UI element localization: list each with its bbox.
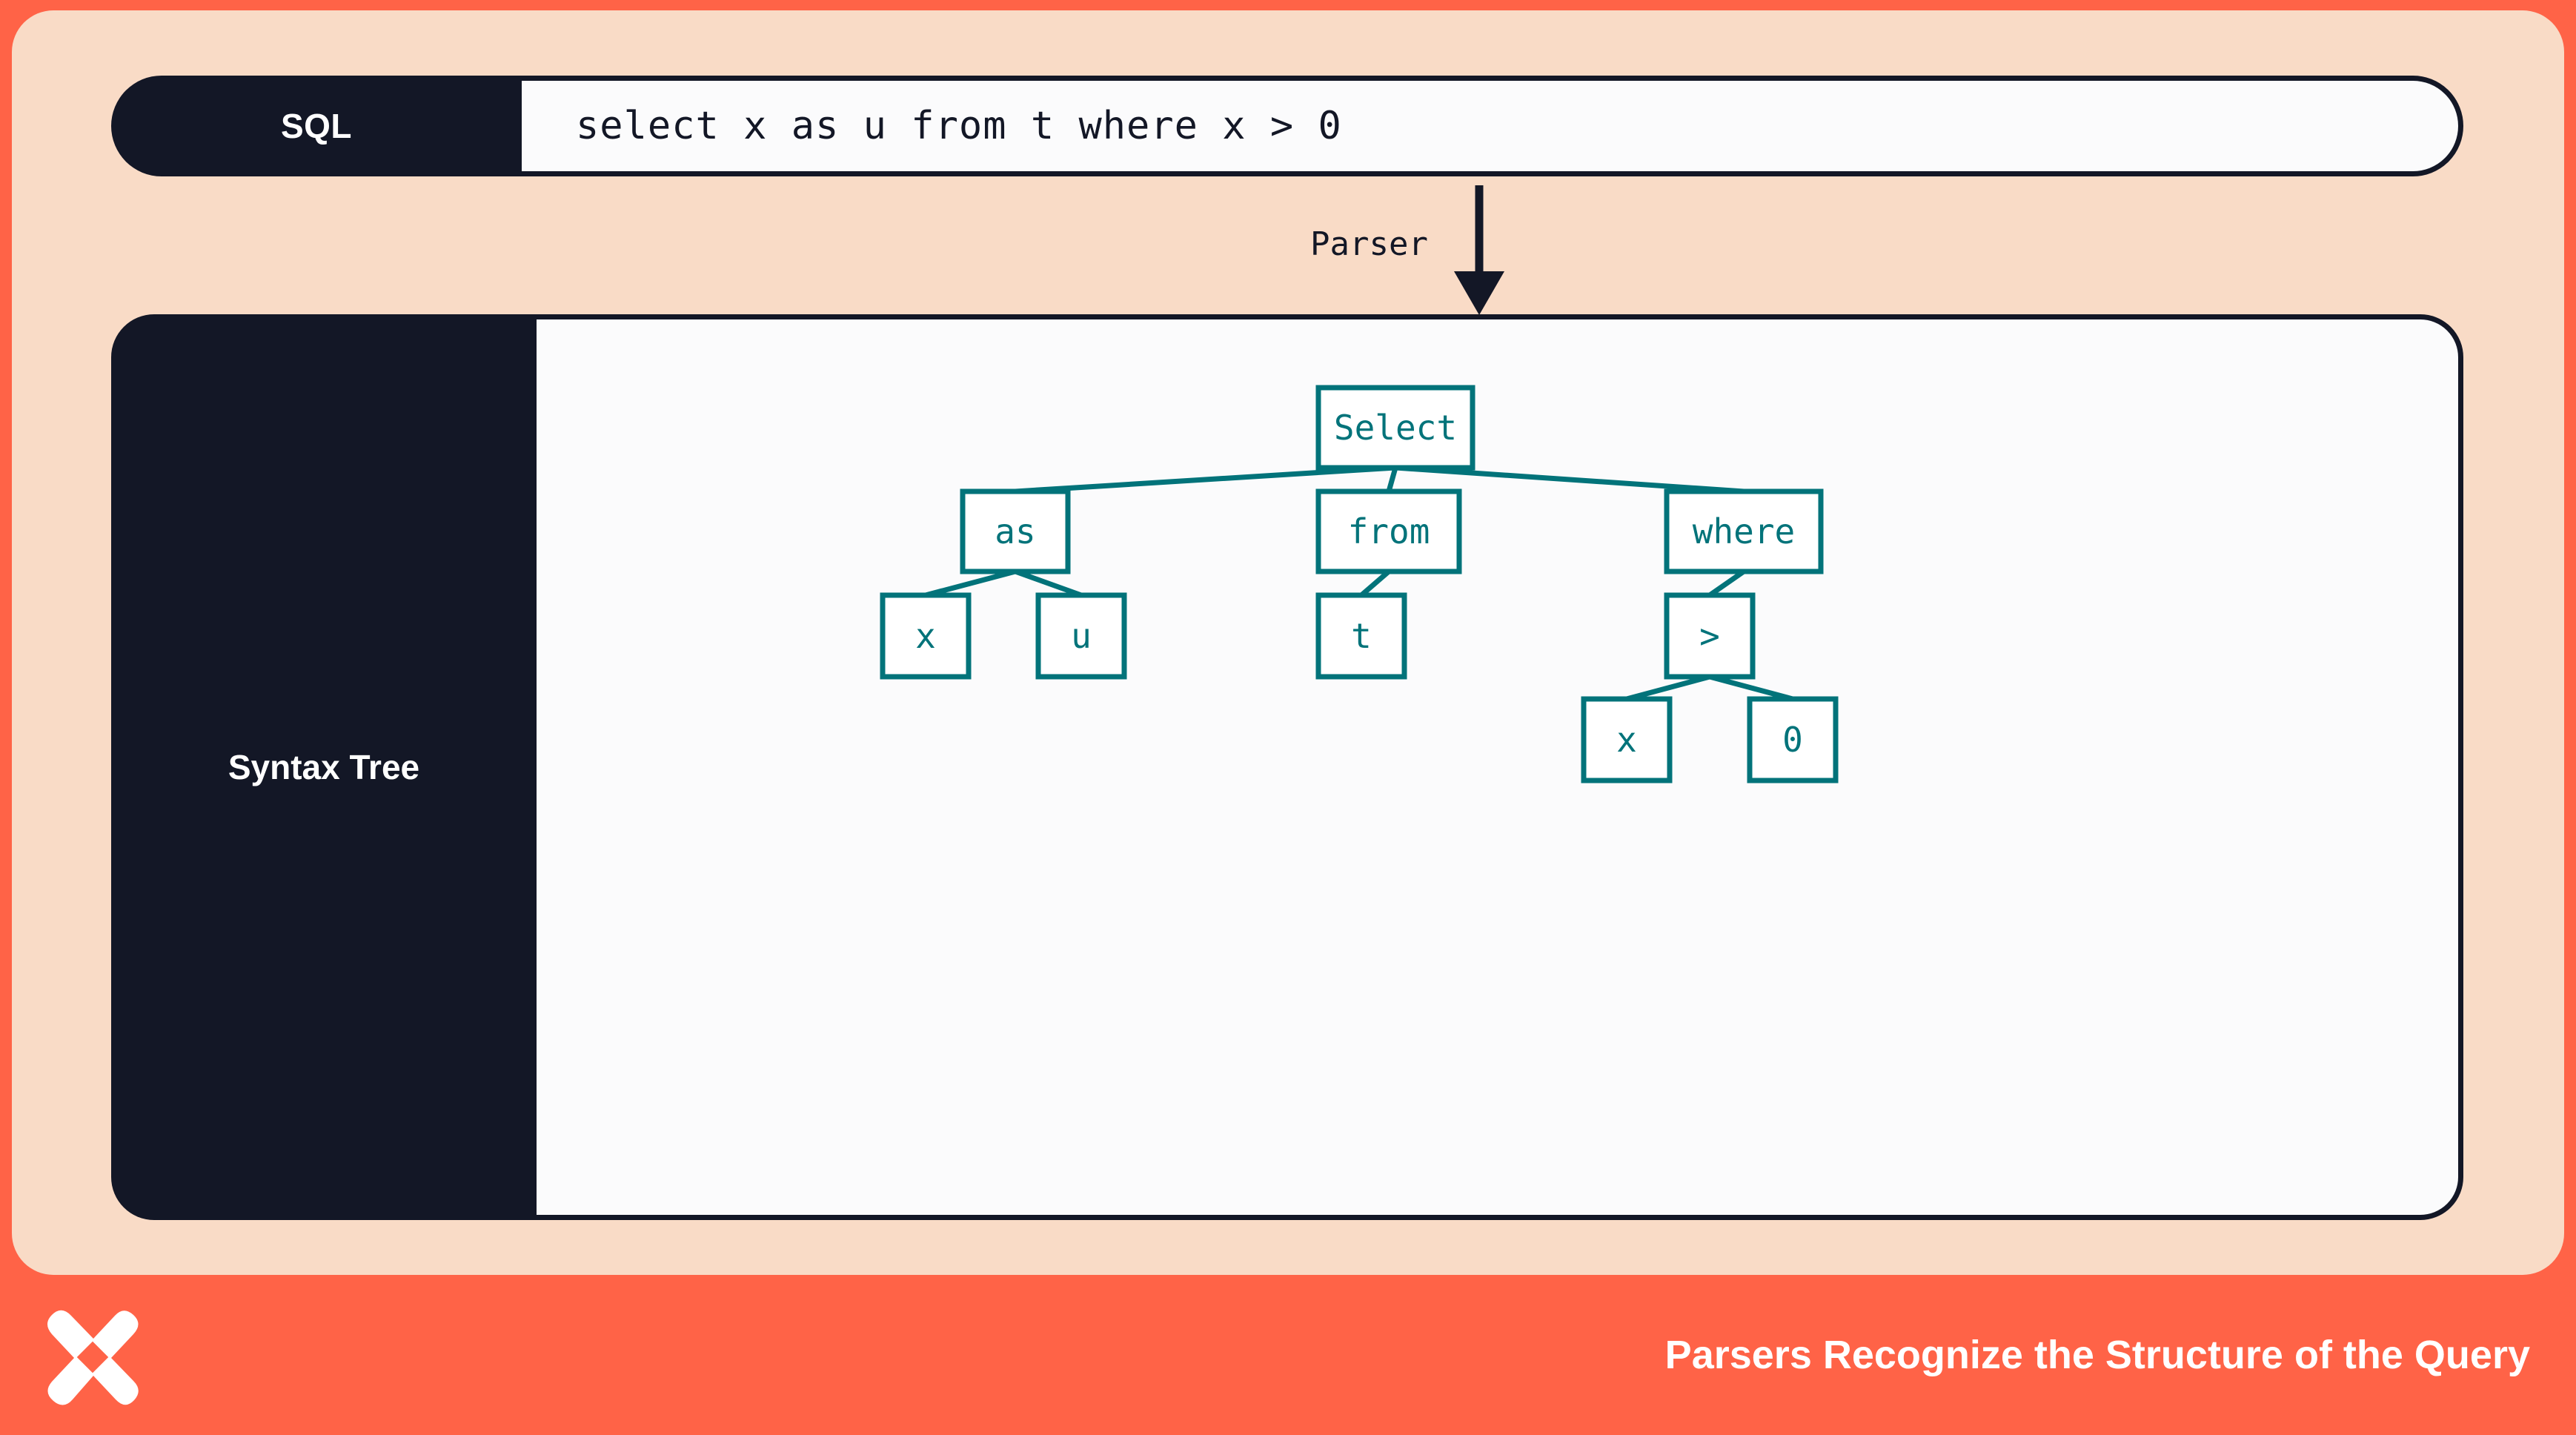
tree-edge: [1709, 674, 1793, 702]
tree-node-label: x: [1616, 720, 1637, 760]
tree-node-box: [1664, 488, 1824, 574]
tree-node-box: [1747, 696, 1839, 783]
sql-label-chip: SQL: [111, 76, 522, 176]
tree-node[interactable]: t: [1315, 592, 1407, 680]
tree-node-label: where: [1693, 511, 1795, 551]
footer-tagline: Parsers Recognize the Structure of the Q…: [1664, 1333, 2530, 1377]
brand-x-logo-icon: [47, 1310, 139, 1405]
syntax-tree-graph: Select as from where x u t > x 0: [880, 385, 1839, 783]
syntax-tree-label-chip: Syntax Tree: [111, 314, 537, 1220]
syntax-tree-panel: Syntax Tree Select as from where x u t > x 0: [111, 314, 2463, 1220]
tree-node[interactable]: u: [1035, 592, 1127, 680]
tree-node-box: [1581, 696, 1673, 783]
tree-node-label: x: [915, 616, 936, 656]
sql-query-field[interactable]: select x as u from t where x > 0: [474, 76, 2463, 176]
parser-label: Parser: [1310, 225, 1428, 263]
tree-node[interactable]: x: [1581, 696, 1673, 783]
tree-node-box: [1315, 385, 1475, 471]
tree-node-box: [960, 488, 1071, 574]
tree-node-box: [1664, 592, 1756, 680]
tree-edge: [1708, 569, 1745, 597]
tree-edge: [1014, 569, 1083, 598]
tree-node[interactable]: 0: [1747, 696, 1839, 783]
tree-node-label: Select: [1334, 408, 1457, 448]
sql-query-text: select x as u from t where x > 0: [576, 104, 1342, 148]
sql-row: SQL select x as u from t where x > 0: [111, 76, 2463, 176]
tree-node-box: [1315, 592, 1407, 680]
tree-node-label: u: [1071, 616, 1092, 656]
syntax-tree-canvas: Select as from where x u t > x 0: [482, 314, 2463, 1220]
sql-label-text: SQL: [280, 107, 353, 145]
stage-panel: SQL select x as u from t where x > 0 Par…: [12, 10, 2564, 1275]
tree-edge: [1015, 465, 1396, 494]
tree-node-label: >: [1699, 616, 1720, 656]
tree-node-box: [880, 592, 972, 680]
tree-edge: [1626, 674, 1710, 702]
tree-node-label: as: [995, 511, 1035, 551]
syntax-tree-label-text: Syntax Tree: [228, 748, 420, 786]
tree-node-box: [1315, 488, 1462, 574]
tree-node[interactable]: from: [1315, 488, 1462, 574]
tree-node[interactable]: Select: [1315, 385, 1475, 471]
tree-node-label: from: [1348, 511, 1430, 551]
tree-edge: [1386, 467, 1398, 492]
tree-node[interactable]: as: [960, 488, 1071, 574]
tree-node-box: [1035, 592, 1127, 680]
tree-node[interactable]: where: [1664, 488, 1824, 574]
tree-node-label: t: [1351, 616, 1372, 656]
tree-edge: [925, 569, 1016, 598]
footer-bar: Parsers Recognize the Structure of the Q…: [0, 1275, 2576, 1435]
tree-node[interactable]: x: [880, 592, 972, 680]
tree-node[interactable]: >: [1664, 592, 1756, 680]
tree-node-label: 0: [1782, 720, 1803, 760]
tree-edge: [1395, 465, 1745, 494]
tree-edge: [1359, 569, 1391, 597]
